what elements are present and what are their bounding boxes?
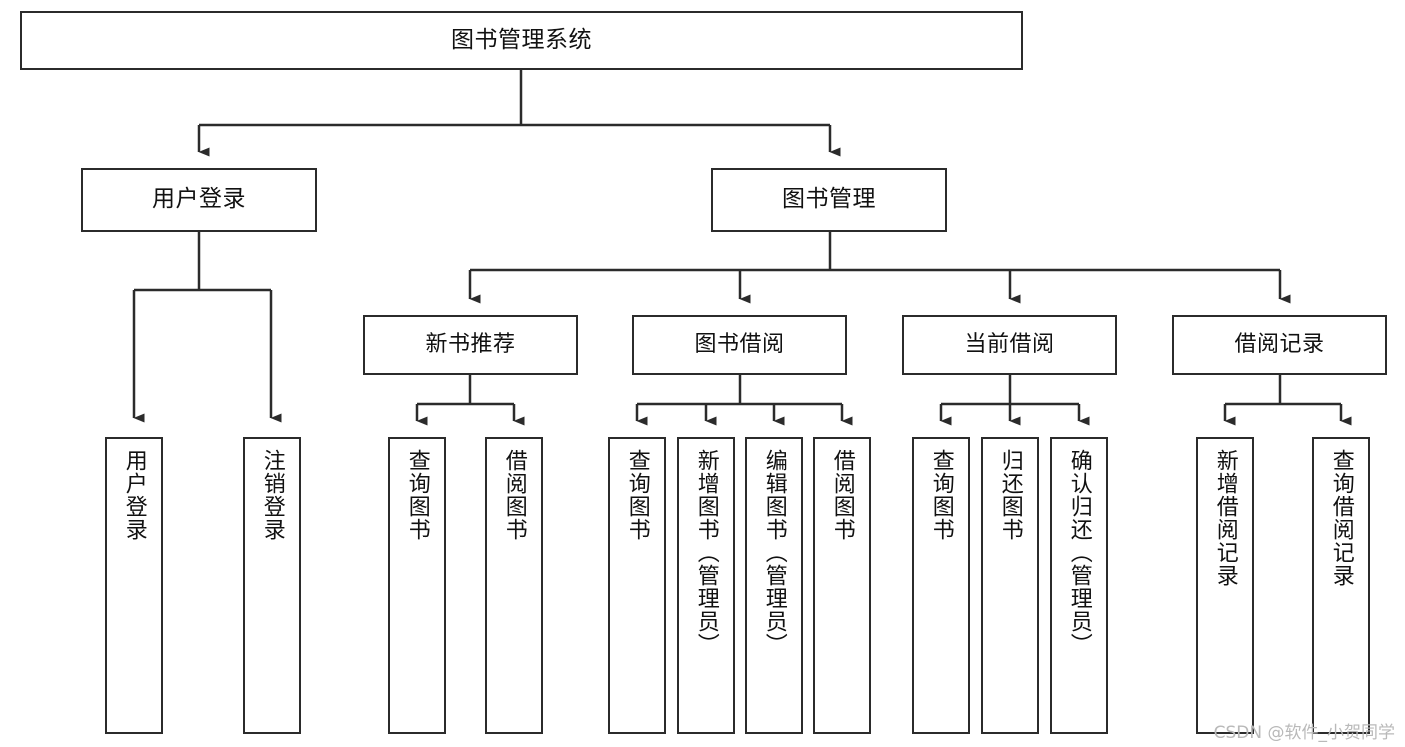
node-label: 借阅图书 bbox=[501, 449, 527, 541]
node-label: 图书管理 bbox=[782, 186, 876, 213]
node-book-management[interactable]: 图书管理 bbox=[711, 168, 947, 232]
node-label: 归还图书 bbox=[997, 449, 1023, 541]
node-label: 借阅图书 bbox=[829, 449, 855, 541]
node-label: 确认归还（管理员） bbox=[1066, 449, 1092, 656]
node-label: 查询借阅记录 bbox=[1328, 449, 1354, 587]
node-label: 查询图书 bbox=[404, 449, 430, 541]
node-new-book-recommend[interactable]: 新书推荐 bbox=[363, 315, 578, 375]
node-root-system[interactable]: 图书管理系统 bbox=[20, 11, 1023, 70]
node-label: 新增借阅记录 bbox=[1212, 449, 1238, 587]
node-label: 编辑图书（管理员） bbox=[761, 449, 787, 656]
node-label: 图书管理系统 bbox=[451, 26, 592, 53]
node-label: 用户登录 bbox=[121, 449, 147, 541]
leaf-book-borrow-add[interactable]: 新增图书（管理员） bbox=[677, 437, 735, 734]
node-label: 借阅记录 bbox=[1234, 331, 1325, 357]
leaf-new-book-query[interactable]: 查询图书 bbox=[388, 437, 446, 734]
node-user-login[interactable]: 用户登录 bbox=[81, 168, 317, 232]
leaf-book-borrow-query[interactable]: 查询图书 bbox=[608, 437, 666, 734]
node-book-borrow[interactable]: 图书借阅 bbox=[632, 315, 847, 375]
leaf-book-borrow-borrow[interactable]: 借阅图书 bbox=[813, 437, 871, 734]
leaf-current-borrow-return[interactable]: 归还图书 bbox=[981, 437, 1039, 734]
node-label: 新书推荐 bbox=[425, 331, 516, 357]
leaf-borrow-record-add[interactable]: 新增借阅记录 bbox=[1196, 437, 1254, 734]
leaf-borrow-record-query[interactable]: 查询借阅记录 bbox=[1312, 437, 1370, 734]
leaf-current-borrow-confirm-return[interactable]: 确认归还（管理员） bbox=[1050, 437, 1108, 734]
watermark-text: CSDN @软件_小贺同学 bbox=[1213, 723, 1395, 743]
leaf-user-login-login[interactable]: 用户登录 bbox=[105, 437, 163, 734]
node-label: 查询图书 bbox=[928, 449, 954, 541]
leaf-new-book-borrow[interactable]: 借阅图书 bbox=[485, 437, 543, 734]
node-label: 查询图书 bbox=[624, 449, 650, 541]
node-label: 注销登录 bbox=[259, 449, 285, 541]
node-label: 图书借阅 bbox=[694, 331, 785, 357]
leaf-book-borrow-edit[interactable]: 编辑图书（管理员） bbox=[745, 437, 803, 734]
node-label: 新增图书（管理员） bbox=[693, 449, 719, 656]
node-label: 用户登录 bbox=[152, 186, 246, 213]
node-current-borrow[interactable]: 当前借阅 bbox=[902, 315, 1117, 375]
node-label: 当前借阅 bbox=[964, 331, 1055, 357]
leaf-user-login-logout[interactable]: 注销登录 bbox=[243, 437, 301, 734]
leaf-current-borrow-query[interactable]: 查询图书 bbox=[912, 437, 970, 734]
node-borrow-record[interactable]: 借阅记录 bbox=[1172, 315, 1387, 375]
